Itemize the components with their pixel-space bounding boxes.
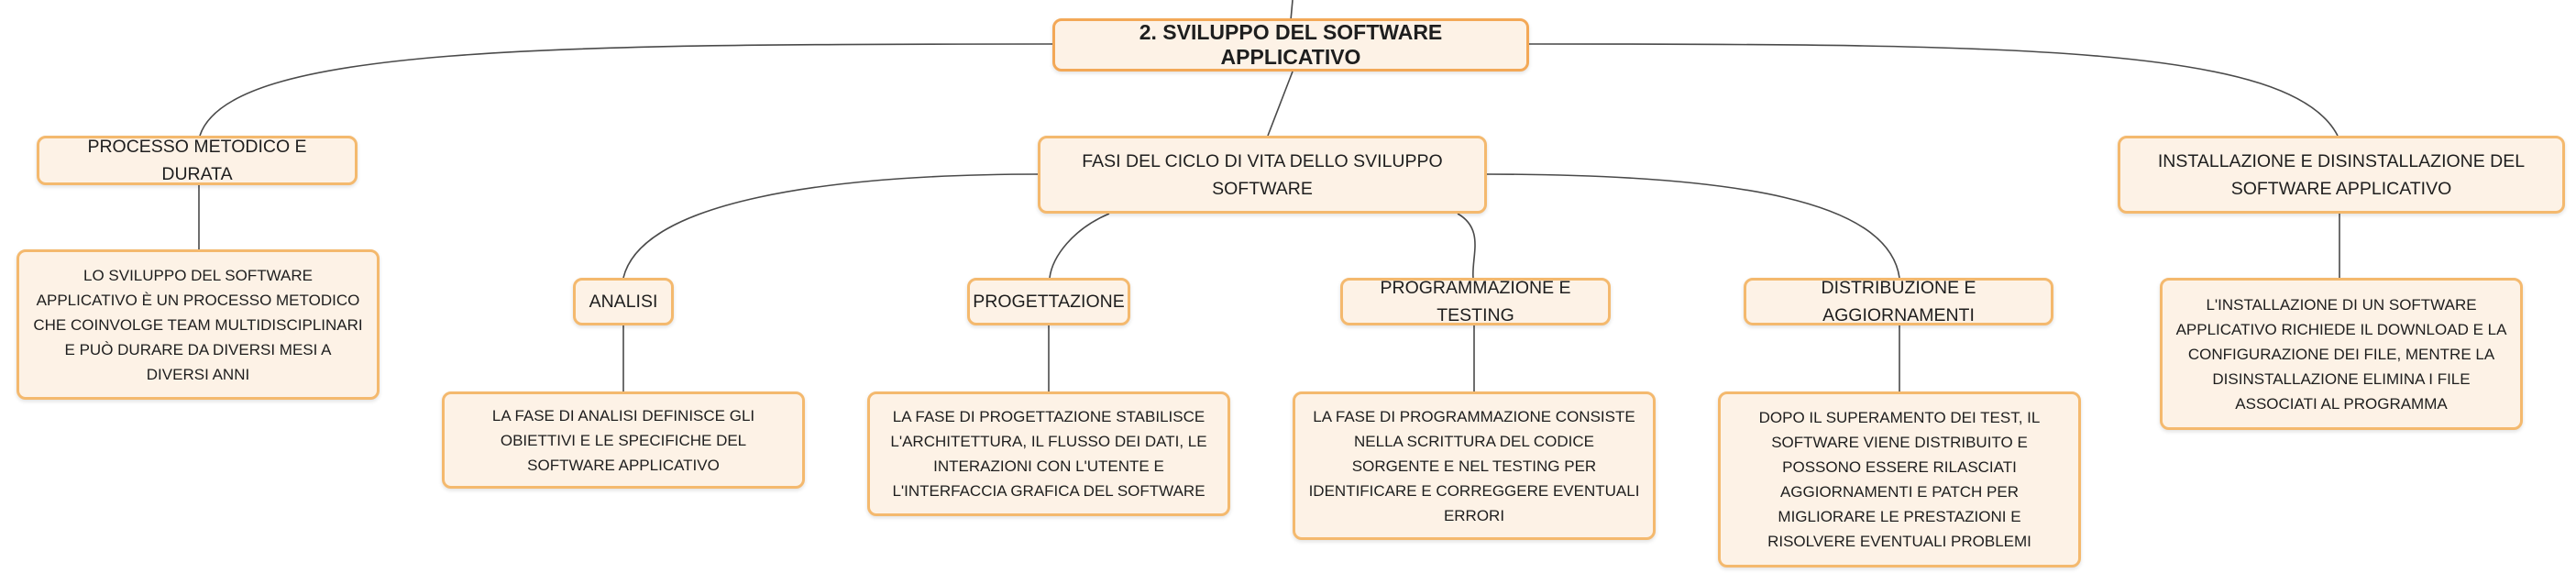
root-topic[interactable]: 2. SVILUPPO DEL SOFTWARE APPLICATIVO: [1052, 18, 1529, 72]
detail-analisi-text: LA FASE DI ANALISI DEFINISCE GLI OBIETTI…: [491, 406, 755, 474]
detail-programmazione-testing[interactable]: LA FASE DI PROGRAMMAZIONE CONSISTE NELLA…: [1293, 391, 1656, 540]
topic-fasi-ciclo-di-vita-label: FASI DEL CICLO DI VITA DELLO SVILUPPO SO…: [1082, 150, 1443, 199]
topic-programmazione-testing[interactable]: PROGRAMMAZIONE E TESTING: [1340, 278, 1611, 325]
topic-installazione-disinstallazione-label: INSTALLAZIONE E DISINSTALLAZIONE DEL SOF…: [2157, 150, 2526, 199]
connector-fasi-progettazione: [1049, 213, 1110, 279]
topic-installazione-disinstallazione[interactable]: INSTALLAZIONE E DISINSTALLAZIONE DEL SOF…: [2118, 136, 2565, 214]
connector-root-processo: [199, 43, 1055, 137]
detail-installazione-disinstallazione[interactable]: L'INSTALLAZIONE DI UN SOFTWARE APPLICATI…: [2160, 278, 2523, 430]
connector-root-fasi: [1267, 71, 1294, 137]
detail-installazione-disinstallazione-text: L'INSTALLAZIONE DI UN SOFTWARE APPLICATI…: [2175, 295, 2507, 413]
connector-fasi-programmazione: [1457, 213, 1476, 279]
topic-analisi[interactable]: ANALISI: [573, 278, 674, 325]
detail-distribuzione-aggiornamenti[interactable]: DOPO IL SUPERAMENTO DEI TEST, IL SOFTWAR…: [1718, 391, 2081, 567]
detail-processo-metodico-text: LO SVILUPPO DEL SOFTWARE APPLICATIVO È U…: [33, 266, 363, 383]
topic-progettazione-label: PROGETTAZIONE: [973, 292, 1125, 312]
connector-root-installazione: [1528, 43, 2339, 137]
connector-parent-line: [1290, 0, 1294, 21]
detail-analisi[interactable]: LA FASE DI ANALISI DEFINISCE GLI OBIETTI…: [442, 391, 805, 489]
topic-analisi-label: ANALISI: [589, 292, 658, 312]
connector-fasi-analisi: [622, 173, 1041, 279]
topic-processo-metodico[interactable]: PROCESSO METODICO E DURATA: [37, 136, 358, 185]
topic-programmazione-testing-label: PROGRAMMAZIONE E TESTING: [1380, 278, 1571, 325]
topic-progettazione[interactable]: PROGETTAZIONE: [967, 278, 1130, 325]
topic-distribuzione-aggiornamenti-label: DISTRIBUZIONE E AGGIORNAMENTI: [1821, 278, 1976, 325]
root-topic-label: 2. SVILUPPO DEL SOFTWARE APPLICATIVO: [1139, 20, 1443, 69]
detail-programmazione-testing-text: LA FASE DI PROGRAMMAZIONE CONSISTE NELLA…: [1308, 407, 1640, 524]
detail-processo-metodico[interactable]: LO SVILUPPO DEL SOFTWARE APPLICATIVO È U…: [17, 249, 380, 400]
topic-fasi-ciclo-di-vita[interactable]: FASI DEL CICLO DI VITA DELLO SVILUPPO SO…: [1038, 136, 1487, 214]
topic-distribuzione-aggiornamenti[interactable]: DISTRIBUZIONE E AGGIORNAMENTI: [1744, 278, 2053, 325]
detail-progettazione-text: LA FASE DI PROGETTAZIONE STABILISCE L'AR…: [890, 408, 1207, 500]
topic-processo-metodico-label: PROCESSO METODICO E DURATA: [87, 137, 307, 184]
connector-fasi-distribuzione: [1484, 173, 1900, 279]
detail-progettazione[interactable]: LA FASE DI PROGETTAZIONE STABILISCE L'AR…: [867, 391, 1230, 516]
detail-distribuzione-aggiornamenti-text: DOPO IL SUPERAMENTO DEI TEST, IL SOFTWAR…: [1758, 409, 2041, 550]
